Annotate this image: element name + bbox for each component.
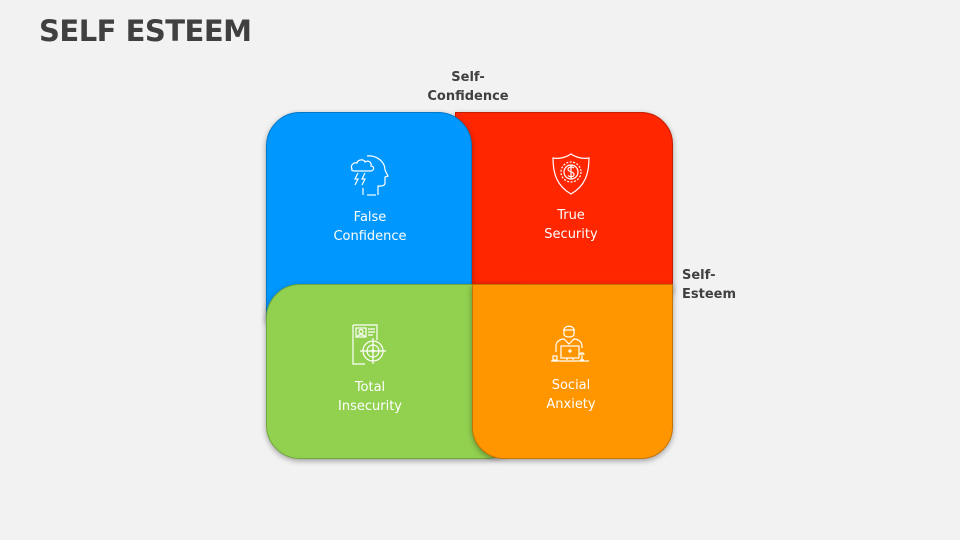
quadrant-label: False <box>353 210 387 225</box>
axis-label-self-esteem: Self- Esteem <box>682 266 736 304</box>
quadrant-social-anxiety-shape <box>472 284 673 459</box>
quadrant-true-security-shape <box>455 112 673 292</box>
person-laptop-icon <box>551 325 589 362</box>
quadrant-label: Anxiety <box>546 397 596 412</box>
axis-label-line: Esteem <box>682 287 737 302</box>
quadrant-true-security: True Security <box>501 152 641 244</box>
quadrant-total-insecurity: Total Insecurity <box>300 322 440 416</box>
profile-target-icon <box>352 324 386 365</box>
axis-label-self-confidence: Self- Confidence <box>420 68 516 106</box>
axis-label-line: Confidence <box>427 89 509 104</box>
slide-title: SELF ESTEEM <box>39 14 252 48</box>
axis-label-line: Self- <box>451 70 485 85</box>
quadrant-label: Social <box>551 378 591 393</box>
shield-dollar-icon <box>552 153 590 195</box>
quadrant-social-anxiety: Social Anxiety <box>501 322 641 414</box>
quadrant-label: Insecurity <box>338 399 402 414</box>
quadrant-label: Confidence <box>333 229 407 244</box>
quadrant-label: True <box>557 208 585 223</box>
quadrant-label: Total <box>354 380 386 395</box>
head-storm-icon <box>350 155 389 196</box>
axis-label-line: Self- <box>682 268 716 283</box>
quadrant-label: Security <box>544 227 598 242</box>
quadrant-false-confidence: False Confidence <box>300 152 440 246</box>
